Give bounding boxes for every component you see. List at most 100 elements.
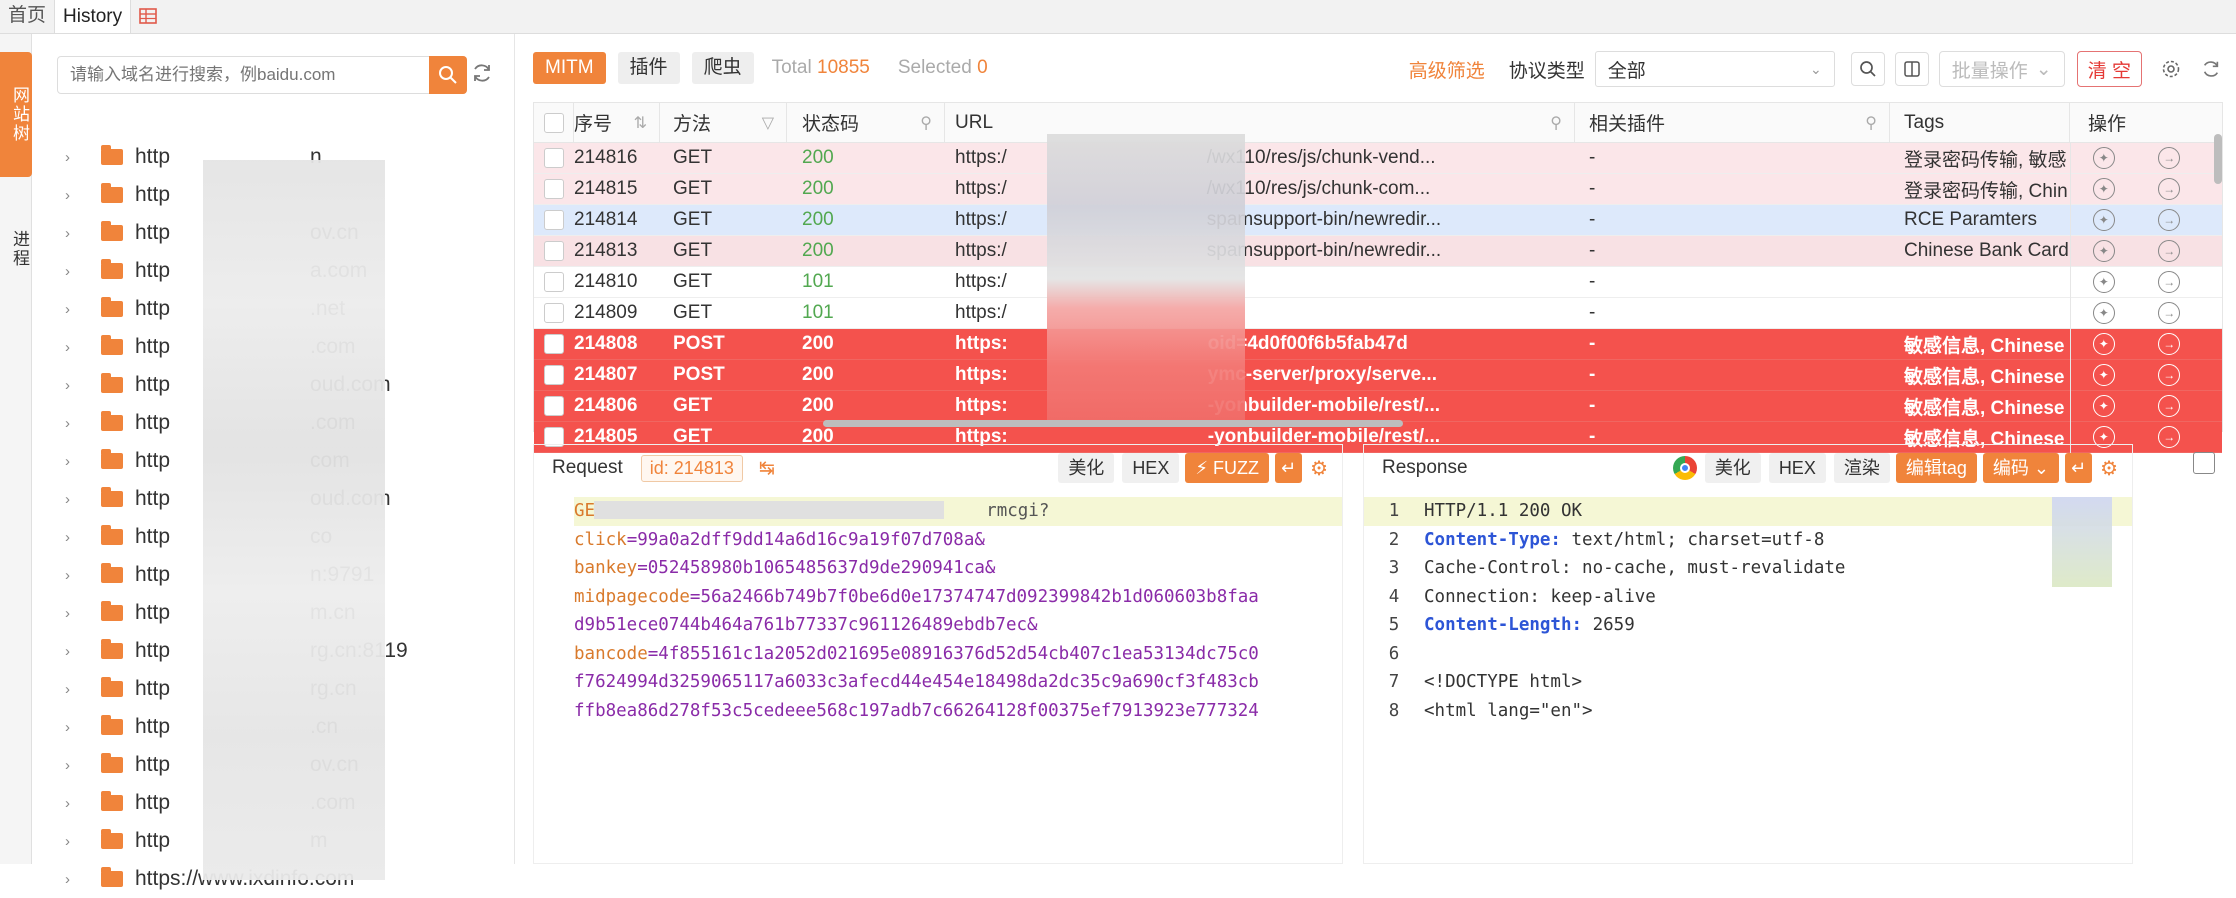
select-all-checkbox[interactable]	[543, 112, 564, 133]
row-checkbox[interactable]	[544, 179, 564, 199]
enter-icon[interactable]: ↵	[1274, 453, 1303, 483]
search-toggle-button[interactable]	[1850, 52, 1885, 86]
chevron-right-icon[interactable]: ›	[65, 376, 70, 394]
arrow-right-icon[interactable]: →	[2158, 209, 2181, 231]
encode-dropdown[interactable]: 编码 ⌄	[1982, 453, 2059, 483]
row-checkbox[interactable]	[544, 303, 564, 323]
arrow-right-icon[interactable]: →	[2158, 147, 2181, 169]
row-checkbox[interactable]	[544, 148, 564, 168]
col-plugin[interactable]: 相关插件⚲	[1575, 102, 1890, 143]
protocol-type-select[interactable]: 全部⌄	[1594, 51, 1835, 87]
plugin-icon[interactable]: ✦	[2092, 364, 2115, 386]
search-icon[interactable]: ⚲	[1865, 114, 1877, 132]
chevron-right-icon[interactable]: ›	[65, 566, 70, 584]
plugin-icon[interactable]: ✦	[2092, 333, 2115, 355]
tab-progress[interactable]: 进程	[0, 199, 32, 299]
chevron-right-icon[interactable]: ›	[65, 148, 70, 166]
chevron-right-icon[interactable]: ›	[65, 528, 70, 546]
chevron-right-icon[interactable]: ›	[65, 718, 70, 736]
row-checkbox[interactable]	[544, 396, 564, 416]
crawler-button[interactable]: 爬虫	[691, 52, 754, 84]
chevron-right-icon[interactable]: ›	[65, 832, 70, 850]
chevron-right-icon[interactable]: ›	[65, 642, 70, 660]
beautify-button[interactable]: 美化	[1704, 453, 1761, 483]
plugin-icon[interactable]: ✦	[2092, 209, 2115, 231]
hex-button[interactable]: HEX	[1122, 453, 1180, 483]
chevron-right-icon[interactable]: ›	[65, 680, 70, 698]
plugin-icon[interactable]: ✦	[2092, 271, 2115, 293]
chevron-right-icon[interactable]: ›	[65, 224, 70, 242]
tree-item[interactable]: ›http	[33, 176, 515, 214]
column-settings-button[interactable]	[1894, 52, 1929, 86]
search-icon[interactable]: ⚲	[1550, 114, 1562, 132]
enter-icon[interactable]: ↵	[2064, 453, 2093, 483]
arrow-right-icon[interactable]: →	[2158, 178, 2181, 200]
code-minimap[interactable]	[2052, 497, 2112, 587]
clear-button[interactable]: 清 空	[2076, 51, 2142, 87]
row-checkbox[interactable]	[544, 365, 564, 385]
col-url[interactable]: URL⚲	[945, 102, 1575, 143]
refresh-icon[interactable]	[2196, 54, 2226, 84]
chevron-right-icon[interactable]: ›	[65, 756, 70, 774]
batch-ops-dropdown[interactable]: 批量操作⌄	[1938, 51, 2065, 87]
plugin-icon[interactable]: ✦	[2092, 395, 2115, 417]
render-button[interactable]: 渲染	[1833, 453, 1890, 483]
request-editor[interactable]: GET rmcgi?click=99a0a2dff9dd14a6d16c9a19…	[534, 497, 1342, 865]
chevron-right-icon[interactable]: ›	[65, 452, 70, 470]
plugin-icon[interactable]: ✦	[2092, 302, 2115, 324]
refresh-icon[interactable]	[471, 62, 497, 88]
arrow-right-icon[interactable]: →	[2158, 333, 2181, 355]
filter-icon[interactable]: ▽	[761, 114, 774, 132]
chevron-right-icon[interactable]: ›	[65, 604, 70, 622]
beautify-button[interactable]: 美化	[1058, 453, 1115, 483]
chevron-right-icon[interactable]: ›	[65, 490, 70, 508]
arrow-right-icon[interactable]: →	[2158, 240, 2181, 262]
gear-icon[interactable]	[2156, 54, 2186, 84]
hex-button[interactable]: HEX	[1768, 453, 1826, 483]
plugin-icon[interactable]: ✦	[2092, 426, 2115, 448]
col-seq[interactable]: 序号⇅	[574, 102, 660, 143]
row-checkbox[interactable]	[544, 272, 564, 292]
gear-icon[interactable]: ⚙	[2100, 457, 2118, 480]
col-tags[interactable]: Tags	[1890, 102, 2070, 143]
scrollbar-thumb[interactable]	[823, 420, 1403, 427]
fuzz-button[interactable]: ⚡ FUZZ	[1185, 453, 1269, 483]
arrow-right-icon[interactable]: →	[2158, 395, 2181, 417]
plugin-icon[interactable]: ✦	[2092, 240, 2115, 262]
edit-tag-button[interactable]: 编辑tag	[1895, 453, 1977, 483]
tab-home[interactable]: 首页	[8, 5, 47, 26]
arrow-right-icon[interactable]: →	[2158, 364, 2181, 386]
plugin-icon[interactable]: ✦	[2092, 147, 2115, 169]
col-method[interactable]: 方法▽	[660, 102, 787, 143]
chevron-right-icon[interactable]: ›	[65, 338, 70, 356]
domain-search-input[interactable]	[58, 57, 403, 93]
tab-history[interactable]: History	[54, 0, 132, 33]
row-checkbox[interactable]	[544, 210, 564, 230]
row-checkbox[interactable]	[544, 241, 564, 261]
row-checkbox[interactable]	[544, 427, 564, 447]
table-icon[interactable]	[131, 0, 165, 33]
chevron-right-icon[interactable]: ›	[65, 870, 70, 888]
chevron-right-icon[interactable]: ›	[65, 794, 70, 812]
tab-site-tree[interactable]: 网站树	[0, 52, 32, 177]
chevron-right-icon[interactable]: ›	[65, 300, 70, 318]
arrow-right-icon[interactable]: →	[2158, 426, 2181, 448]
chrome-icon[interactable]	[1672, 456, 1697, 480]
flow-icon[interactable]: ↹	[758, 457, 775, 479]
col-status[interactable]: 状态码⚲	[787, 102, 945, 143]
row-checkbox[interactable]	[544, 334, 564, 354]
advanced-filter-link[interactable]: 高级筛选	[1408, 60, 1485, 82]
search-icon[interactable]: ⚲	[920, 114, 932, 132]
arrow-right-icon[interactable]: →	[2158, 271, 2181, 293]
